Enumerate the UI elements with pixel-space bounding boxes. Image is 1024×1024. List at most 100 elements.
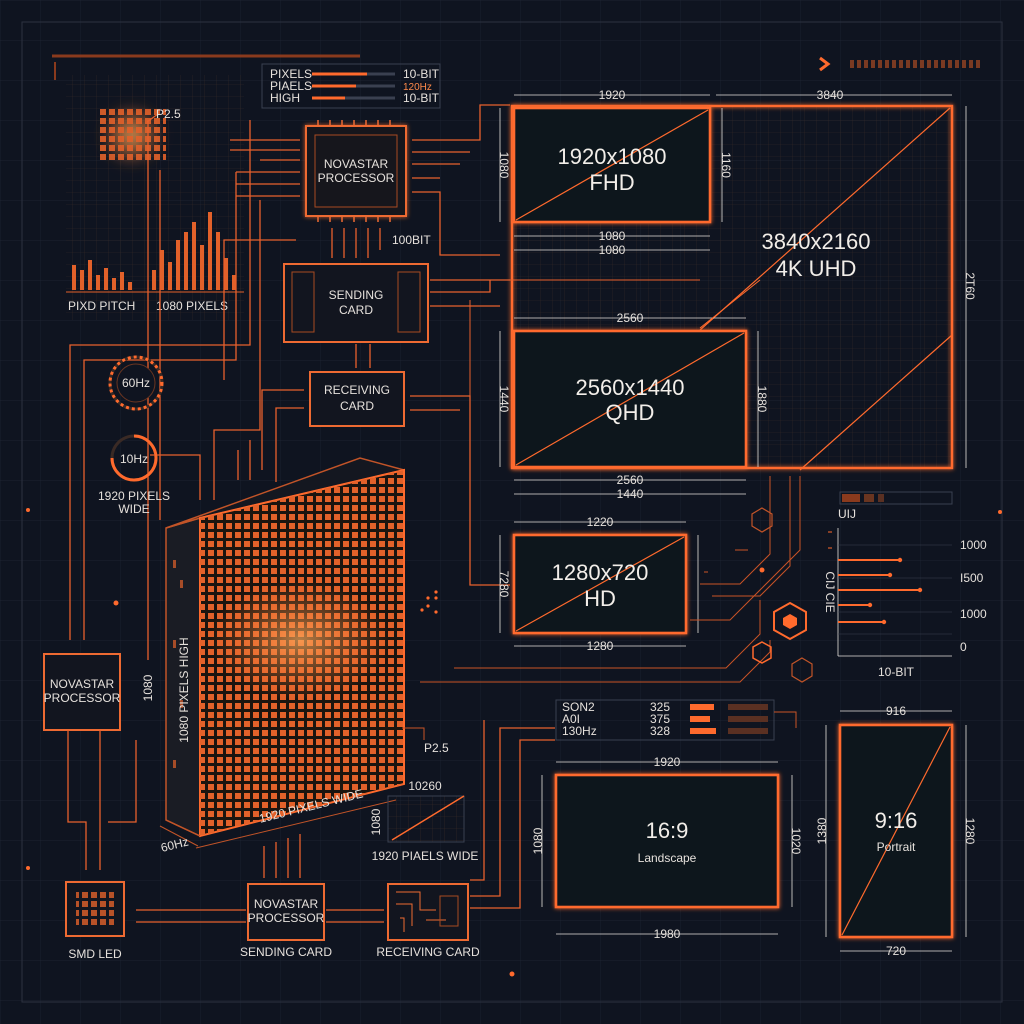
pitch-caption: PIXD PITCH	[68, 299, 135, 313]
hex-chips	[751, 507, 813, 683]
smd-led-chip: SMD LED	[65, 881, 125, 961]
portrait-sub: Portrait	[877, 840, 916, 854]
bit-label: 100BIT	[392, 233, 431, 247]
hd-left-dim: 7280	[497, 571, 511, 598]
bit-chart-tick-3: 1000	[960, 607, 987, 621]
bit-chart-tick-2: I500	[960, 571, 984, 585]
processor-bottom-line2: PROCESSOR	[248, 911, 325, 925]
top-decoration	[52, 54, 980, 80]
receiving-card-line2: CARD	[340, 399, 374, 413]
fhd-sub: FHD	[589, 170, 634, 195]
portrait-left-dim: 1380	[815, 817, 829, 844]
uhd-title: 3840x2160	[762, 229, 871, 254]
fhd-right-dim: 1160	[719, 152, 733, 178]
node-dot	[26, 508, 30, 512]
spec-row-1-b: 325	[650, 700, 670, 714]
gauge-60hz-value: 60Hz	[122, 376, 150, 390]
bit-chart-caption: 10-BIT	[878, 665, 915, 679]
spec-row-1-a: SON2	[562, 700, 595, 714]
led-panel-pitch: P2.5	[424, 741, 449, 755]
legend-row-2-value: 120Hz	[403, 82, 432, 93]
fhd-bottom-dim-1: 1080	[599, 229, 626, 243]
uhd-right-dim: 2T60	[963, 272, 977, 300]
spec-row-2-b: 375	[650, 712, 670, 726]
landscape-bottom-dim: 1980	[654, 927, 681, 941]
node-dot	[26, 866, 30, 870]
uhd-sub: 4K UHD	[776, 256, 857, 281]
fhd-top-dim: 1920	[599, 88, 626, 102]
processor-inputs	[230, 104, 510, 256]
node-dot	[998, 510, 1002, 514]
bit-chart-tick-4: 0	[960, 640, 967, 654]
legend-row-3-label: HIGH	[270, 91, 300, 105]
bit-chart-tick-1: 1000	[960, 538, 987, 552]
processor-left-line1: NOVASTAR	[50, 677, 115, 691]
receiving-card-links	[237, 389, 510, 586]
processor-left-dim: 1080	[141, 674, 155, 701]
spec-row-3-a: 130Hz	[562, 724, 597, 738]
processor-bottom: NOVASTAR PROCESSOR SENDING CARD	[240, 883, 332, 959]
top-legend: PIXELS 10-BIT PIAELS 120Hz HIGH 10-BIT	[261, 63, 441, 109]
node-dot	[113, 600, 119, 606]
landscape-right-dim: 1020	[789, 828, 803, 855]
qhd-right-dim: 1880	[755, 386, 769, 413]
pixels-caption: 1080 PIXELS	[156, 299, 228, 313]
spec-table: SON2 325 A0I 375 130Hz 328	[555, 699, 797, 741]
mini-chart-top: 10260	[408, 779, 442, 793]
bottom-chain-wires	[136, 720, 555, 923]
sending-card-line1: SENDING	[329, 288, 384, 302]
landscape-title: 16:9	[646, 818, 689, 843]
mini-chart-side: 1080	[369, 808, 383, 835]
receiving-card-caption: RECEIVING CARD	[376, 945, 480, 959]
qhd-left-dim: 1440	[497, 386, 511, 413]
left-signal-wires	[69, 120, 296, 660]
hd-sub: HD	[584, 586, 616, 611]
gauge-10hz: 10Hz 1920 PIXELS WIDE	[98, 434, 170, 516]
portrait-right-dim: 1280	[963, 818, 977, 845]
qhd-screen: 2560x1440 QHD 2560 1440 1880 2560 1440	[497, 311, 769, 501]
processor-chip-top: NOVASTAR PROCESSOR	[305, 120, 407, 222]
smd-led-label: SMD LED	[68, 947, 122, 961]
mini-chart-caption: 1920 PIAELS WIDE	[372, 849, 479, 863]
receiving-card-line1: RECEIVING	[324, 383, 390, 397]
led-panel-height-label: 1080 PIXELS HIGH	[177, 637, 191, 742]
portrait-top-dim: 916	[886, 704, 906, 718]
portrait-bottom-dim: 720	[886, 944, 906, 958]
processor-bottom-line1: NOVASTAR	[254, 897, 319, 911]
hd-title: 1280x720	[552, 560, 649, 585]
uhd-top-dim: 3840	[817, 88, 844, 102]
gauge-60hz: 60Hz	[108, 355, 164, 411]
legend-row-3-value: 10-BIT	[403, 91, 440, 105]
led-panel: 1080 PIXELS HIGH 1920 PIXELS WIDE P2.5 6…	[159, 457, 449, 855]
panel-dots	[420, 590, 438, 614]
portrait-title: 9:16	[875, 808, 918, 833]
processor-top-line1: NOVASTAR	[324, 157, 389, 171]
landscape-sub: Landscape	[638, 851, 697, 865]
processor-left-line2: PROCESSOR	[44, 691, 121, 705]
processor-top-line2: PROCESSOR	[318, 171, 395, 185]
lower-left-wires	[67, 730, 137, 870]
legend-row-1-label: PIXELS	[270, 67, 312, 81]
landscape-left-dim: 1080	[531, 827, 545, 854]
hd-bottom-dim: 1280	[587, 639, 614, 653]
fhd-left-dim: 1080	[497, 152, 511, 179]
qhd-sub: QHD	[606, 400, 655, 425]
pixel-pitch-panel: P2.5 PIXD PITCH 1080 PIXELS	[66, 75, 244, 320]
qhd-bottom-dim-2: 1440	[617, 487, 644, 501]
landscape-screen: 16:9 Landscape 1920 1080 1020 1980	[531, 755, 803, 941]
gauge-10hz-caption-2: WIDE	[118, 502, 149, 516]
sending-card-caption: SENDING CARD	[240, 945, 332, 959]
hd-screen: 1280x720 HD 1220 7280 1280	[497, 515, 699, 653]
receiving-card: RECEIVING CARD	[309, 371, 405, 427]
led-panel-rate: 60Hz	[159, 835, 190, 855]
receiving-card-bottom: RECEIVING CARD	[376, 883, 480, 959]
portrait-screen: 9:16 Portrait 916 1380 1280 720	[815, 704, 977, 958]
legend-row-2-label: PIAELS	[270, 79, 312, 93]
node-dot	[509, 971, 515, 977]
bit-chart-header: UIJ	[838, 507, 856, 521]
gauge-10hz-value: 10Hz	[120, 452, 148, 466]
hd-top-dim: 1220	[587, 515, 614, 529]
spec-row-3-b: 328	[650, 724, 670, 738]
pitch-label: P2.5	[156, 107, 181, 121]
